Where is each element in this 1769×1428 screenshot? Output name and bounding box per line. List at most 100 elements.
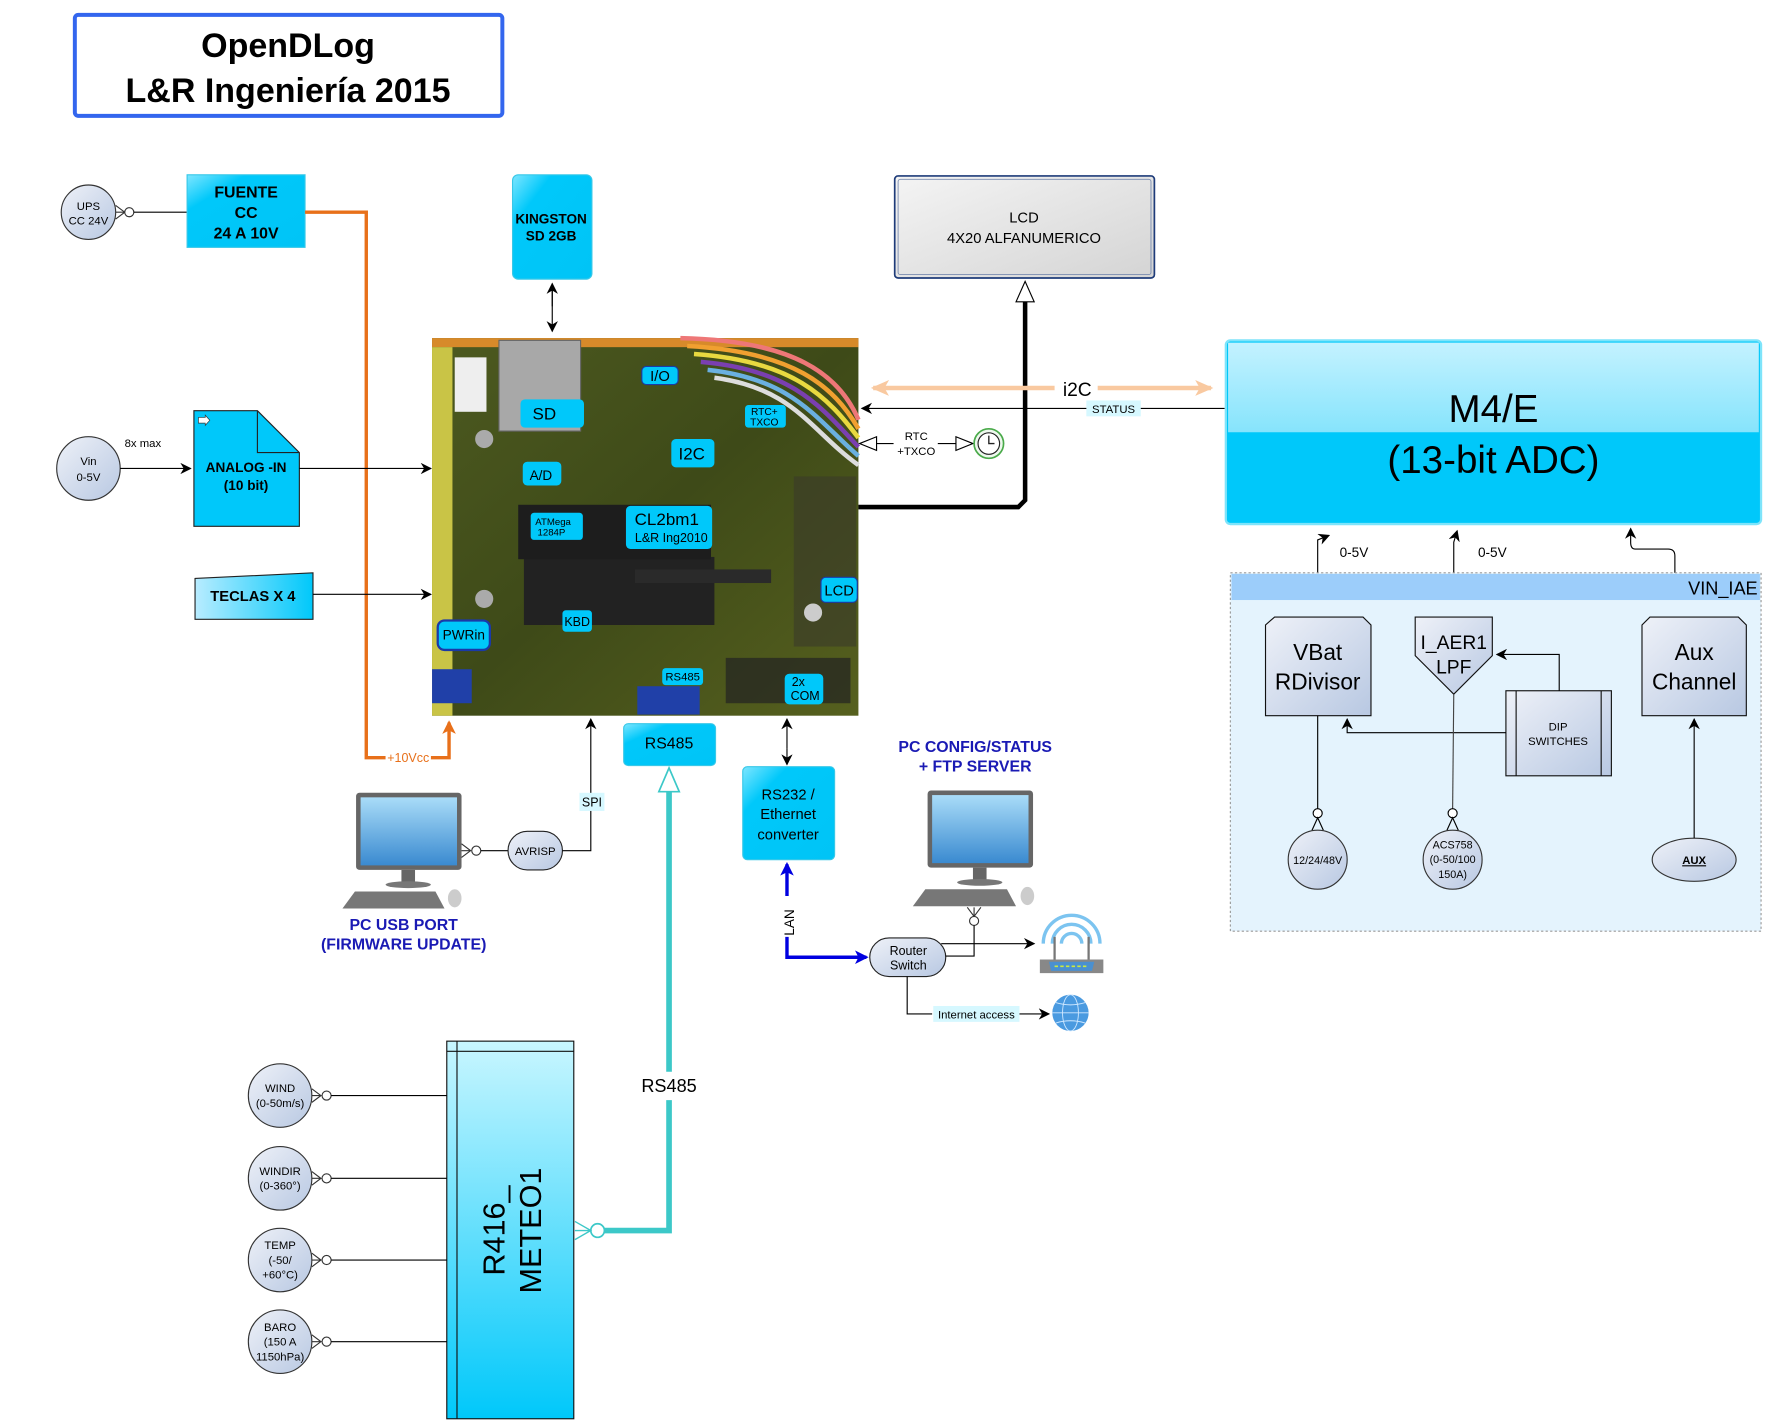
lcd-block[interactable]: LCD 4X20 ALFANUMERICO bbox=[893, 175, 1156, 279]
ups-label-1: UPS bbox=[77, 201, 101, 213]
rtc-label-1: RTC bbox=[905, 431, 928, 443]
tag-atmega-1: ATMega bbox=[535, 517, 571, 528]
ups-label-2: CC 24V bbox=[69, 216, 109, 228]
vin-sensor[interactable]: Vin 0-5V bbox=[56, 436, 121, 501]
lan-link: LAN bbox=[780, 861, 869, 965]
tag-sd-label: SD bbox=[532, 405, 556, 424]
rs485-block[interactable]: RS485 bbox=[623, 723, 717, 767]
acs-line1: ACS758 bbox=[1433, 839, 1473, 851]
router-line1: Router bbox=[890, 944, 927, 958]
sensor-label: (-50/ bbox=[268, 1255, 292, 1267]
pc-usb-label-1: PC USB PORT bbox=[349, 917, 458, 934]
i2c-label: i2C bbox=[1063, 380, 1092, 401]
m4e-line2: (13-bit ADC) bbox=[1387, 439, 1599, 482]
power-supply-block[interactable]: FUENTE CC 24 A 10V bbox=[186, 174, 306, 248]
connector-icon bbox=[311, 1088, 322, 1103]
meteo-block[interactable]: R416_ METEO1 bbox=[446, 1040, 575, 1420]
tag-ad: A/D bbox=[522, 461, 562, 486]
clock-icon bbox=[973, 427, 1005, 460]
rs485-block-label: RS485 bbox=[645, 736, 694, 753]
power-line-10vcc: +10Vcc bbox=[305, 210, 456, 765]
status-link: STATUS bbox=[860, 400, 1225, 417]
rs485-bus-label: RS485 bbox=[641, 1076, 696, 1096]
m4e-line1: M4/E bbox=[1448, 388, 1538, 431]
tag-sd: SD bbox=[520, 399, 584, 428]
lcd-line1: LCD bbox=[1009, 210, 1038, 226]
sd-line2: SD 2GB bbox=[526, 229, 577, 244]
tag-kbd: KBD bbox=[562, 610, 592, 632]
pc-config-label-1: PC CONFIG/STATUS bbox=[898, 739, 1052, 756]
wifi-router-icon bbox=[1039, 913, 1104, 974]
vin-iae-title: VIN_IAE bbox=[1688, 578, 1758, 599]
tag-lcd: LCD bbox=[820, 576, 858, 603]
tag-com-2: COM bbox=[791, 689, 820, 703]
tag-atmega-2: 1284P bbox=[538, 527, 566, 538]
meteo-sensor[interactable]: WIND(0-50m/s) bbox=[247, 1063, 447, 1128]
meteo-sensor[interactable]: TEMP(-50/+60°C) bbox=[247, 1227, 447, 1293]
acs758-sensor[interactable]: ACS758 (0-50/100 150A) bbox=[1422, 808, 1483, 890]
ups-sensor[interactable]: UPS CC 24V bbox=[60, 184, 135, 240]
pc-config-label-2: + FTP SERVER bbox=[919, 758, 1032, 775]
aux-sensor[interactable]: AUX bbox=[1651, 837, 1737, 882]
converter-line2: Ethernet bbox=[760, 807, 816, 823]
acs-line3: 150A) bbox=[1438, 869, 1467, 881]
sensor-label: (0-360°) bbox=[260, 1181, 301, 1193]
title-box: OpenDLog L&R Ingeniería 2015 bbox=[72, 12, 505, 118]
title-line1: OpenDLog bbox=[201, 27, 375, 65]
analog-in-block[interactable]: ANALOG -IN (10 bit) bbox=[193, 410, 300, 527]
keypad-block[interactable]: TECLAS X 4 bbox=[194, 572, 314, 620]
connector-icon bbox=[311, 1334, 322, 1349]
status-label: STATUS bbox=[1092, 404, 1135, 416]
pc-usb-computer-icon bbox=[342, 792, 462, 909]
title-line2: L&R Ingeniería 2015 bbox=[126, 72, 451, 110]
fuente-line2: CC bbox=[235, 205, 258, 222]
rs232-ethernet-converter[interactable]: RS232 / Ethernet converter bbox=[742, 766, 836, 861]
sensor-circle bbox=[247, 1063, 313, 1128]
avrisp-node[interactable]: AVRISP bbox=[507, 830, 564, 871]
connector-icon bbox=[311, 1252, 322, 1268]
meteo-sensor[interactable]: BARO (150 A 1150hPa) bbox=[247, 1309, 447, 1374]
aux-channel-block[interactable]: Aux Channel bbox=[1641, 616, 1747, 717]
vbat-line2: RDivisor bbox=[1275, 669, 1361, 695]
vbat-line1: VBat bbox=[1293, 639, 1343, 665]
sensor-label: WIND bbox=[265, 1083, 295, 1095]
connector-icon bbox=[311, 1171, 322, 1186]
rtc-link: RTC +TXCO bbox=[858, 431, 975, 458]
converter-line1: RS232 / bbox=[761, 788, 815, 804]
tag-cl2bm1-2: L&R Ing2010 bbox=[635, 531, 708, 545]
sensor-label: 1150hPa) bbox=[256, 1351, 305, 1363]
analog-line2: (10 bit) bbox=[224, 478, 269, 493]
tag-i2c-label: I2C bbox=[678, 444, 704, 463]
aux-sensor-label: AUX bbox=[1682, 855, 1706, 867]
tag-rtc-2: TXCO bbox=[750, 417, 778, 428]
dip-switches-block[interactable]: DIP SWITCHES bbox=[1505, 690, 1612, 777]
analog-count-label: 8x max bbox=[125, 438, 162, 450]
arrow-right-icon bbox=[198, 414, 211, 427]
m4e-block[interactable]: M4/E (13-bit ADC) bbox=[1224, 339, 1763, 526]
pc-usb-label-2: (FIRMWARE UPDATE) bbox=[321, 936, 486, 953]
sensor-label: BARO bbox=[264, 1322, 296, 1334]
sensor-label: (150 A bbox=[264, 1337, 297, 1349]
tag-rs485-label: RS485 bbox=[665, 672, 700, 684]
globe-icon bbox=[1052, 994, 1089, 1032]
internet-access-label: Internet access bbox=[938, 1009, 1015, 1021]
tag-rtc-1: RTC+ bbox=[751, 407, 778, 418]
connector-socket bbox=[321, 1173, 332, 1184]
lan-label: LAN bbox=[782, 909, 797, 935]
meteo-sensors: WIND(0-50m/s) WINDIR(0-360°) TEMP(-50/+60°… bbox=[247, 1063, 447, 1374]
iaer1-lpf-block[interactable]: I_AER1 LPF bbox=[1414, 616, 1493, 695]
router-switch-node[interactable]: Router Switch bbox=[869, 937, 947, 978]
sd-card-block[interactable]: KINGSTON SD 2GB bbox=[511, 174, 593, 280]
battery-voltage-sensor[interactable]: 12/24/48V bbox=[1287, 808, 1348, 890]
tag-pwrin: PWRin bbox=[436, 619, 492, 652]
spi-label: SPI bbox=[582, 795, 602, 809]
pc-config-computer-icon bbox=[912, 790, 1035, 907]
fuente-line3: 24 A 10V bbox=[214, 225, 279, 242]
meteo-sensor[interactable]: WINDIR(0-360°) bbox=[247, 1146, 447, 1211]
vbat-block[interactable]: VBat RDivisor bbox=[1264, 616, 1372, 717]
avrisp-label: AVRISP bbox=[515, 846, 556, 858]
aux-line2: Channel bbox=[1652, 669, 1736, 695]
